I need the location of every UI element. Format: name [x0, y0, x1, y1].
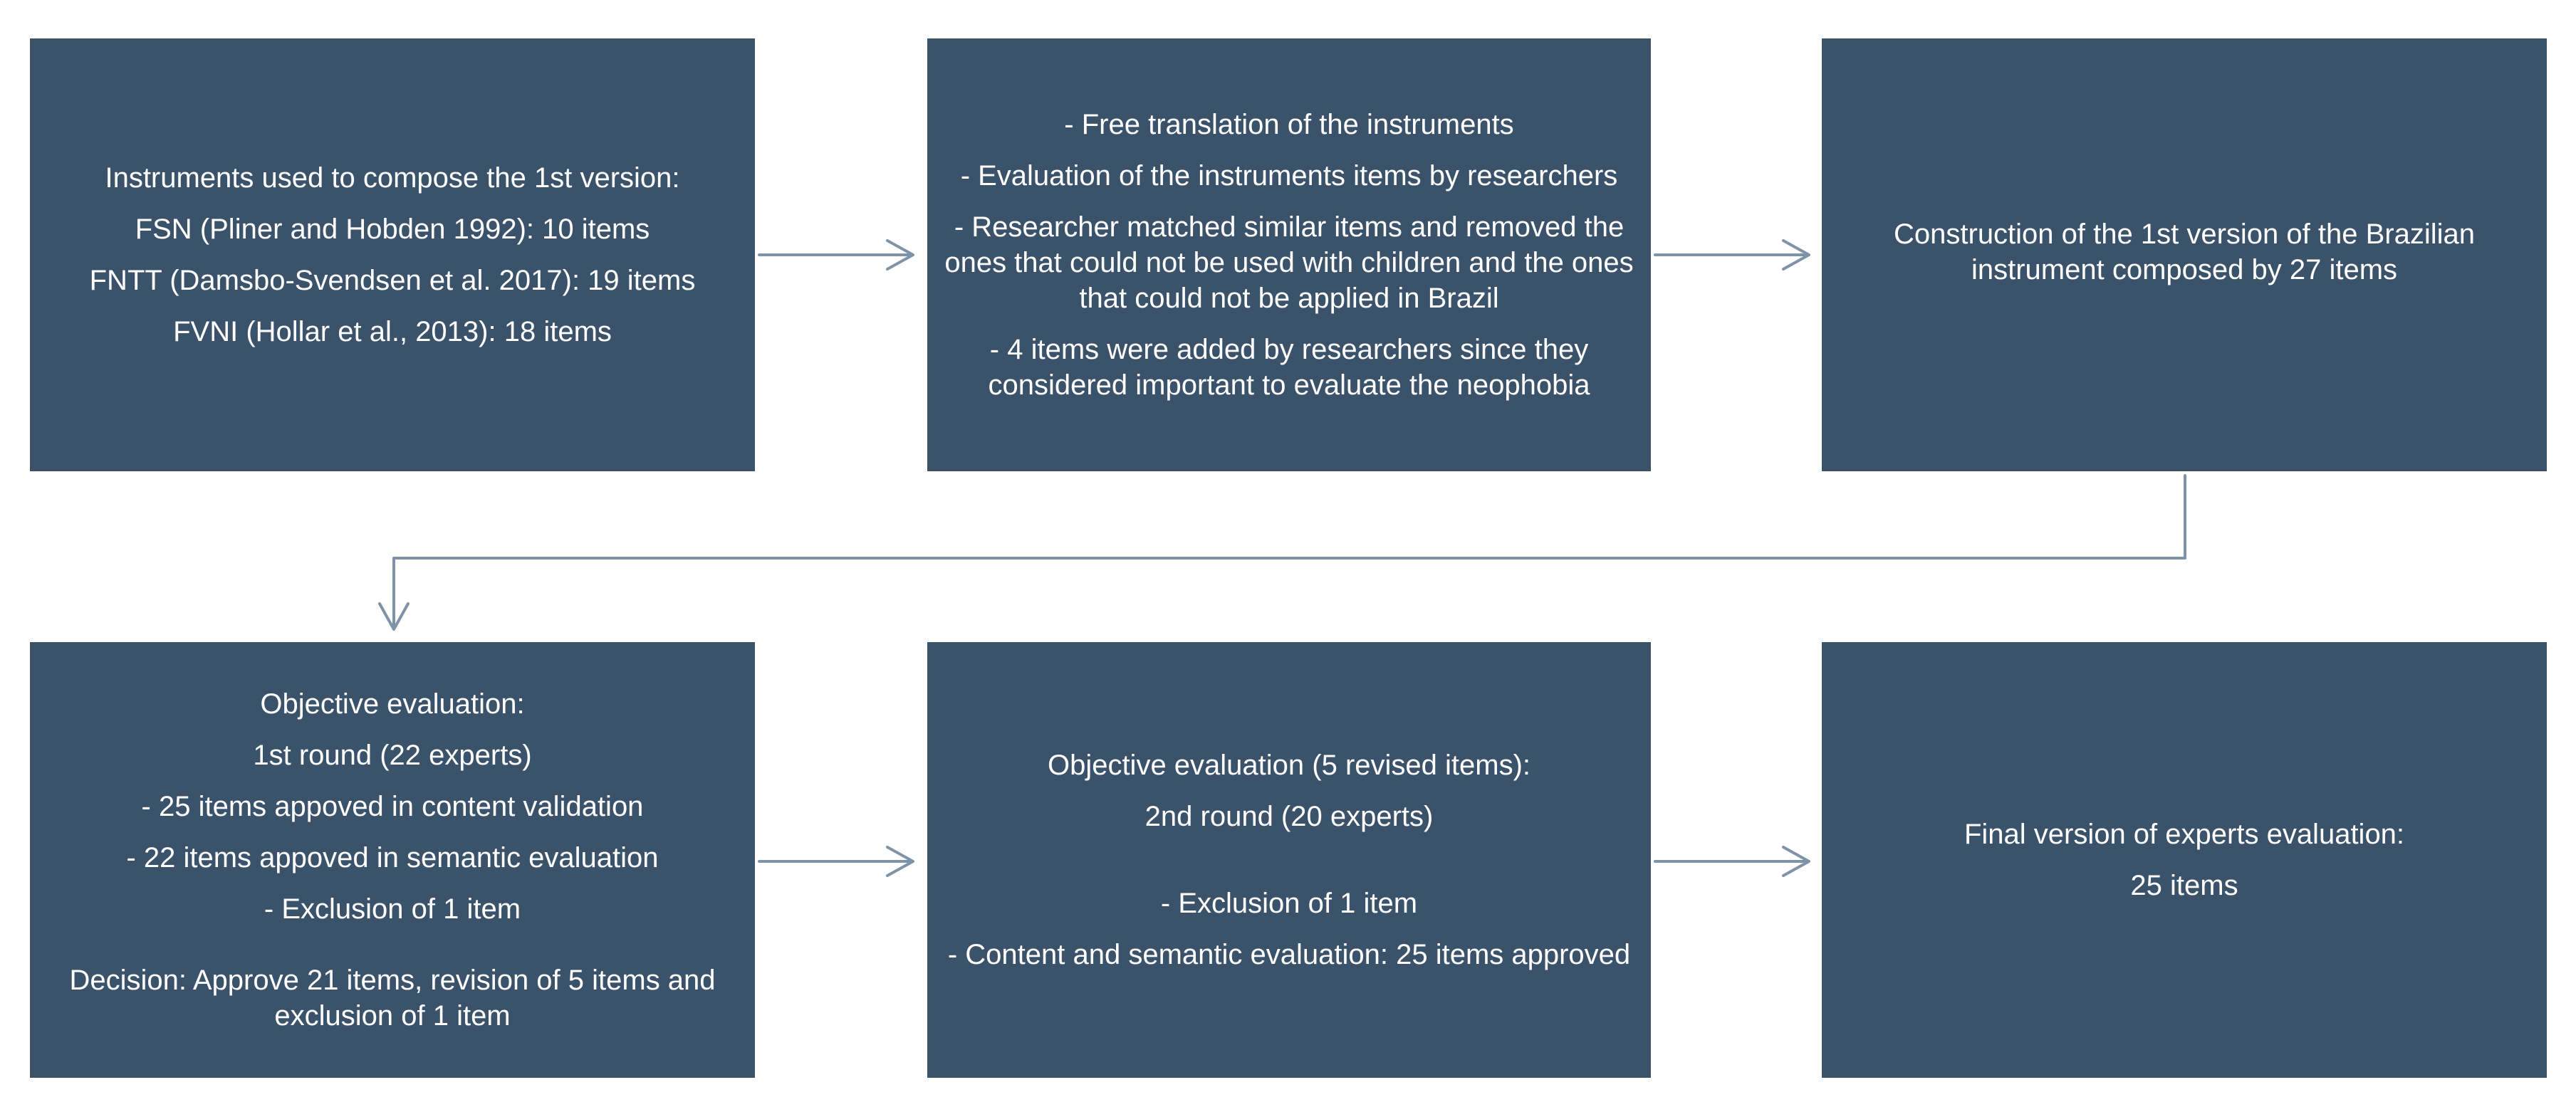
final-box: Final version of experts evaluation: 25 …	[1822, 642, 2547, 1078]
added-items-step: - 4 items were added by researchers sinc…	[988, 334, 1590, 401]
arrow-construction-to-first-round	[378, 474, 2186, 631]
instrument-fvni: FVNI (Hollar et al., 2013): 18 items	[173, 316, 612, 347]
free-translation-step: - Free translation of the instruments	[1064, 109, 1514, 140]
arrow-translation-to-construction	[1654, 239, 1810, 271]
instruments-heading: Instruments used to compose the 1st vers…	[105, 162, 680, 194]
arrow-instruments-to-translation	[758, 239, 914, 271]
second-round-box: Objective evaluation (5 revised items): …	[927, 642, 1651, 1078]
matching-step: - Researcher matched similar items and r…	[944, 211, 1634, 314]
arrow-second-round-to-final	[1654, 846, 1810, 877]
content-validation-result: - 25 items appoved in content validation	[141, 791, 644, 822]
first-round-exclusion: - Exclusion of 1 item	[264, 893, 521, 925]
construction-text: Construction of the 1st version of the B…	[1894, 219, 2475, 285]
translation-box: - Free translation of the instruments - …	[927, 38, 1651, 471]
first-round-experts: 1st round (22 experts)	[253, 740, 532, 771]
second-round-exclusion: - Exclusion of 1 item	[1160, 888, 1418, 919]
instruments-box: Instruments used to compose the 1st vers…	[30, 38, 755, 471]
first-round-decision: Decision: Approve 21 items, revision of …	[69, 965, 716, 1032]
second-round-approval: - Content and semantic evaluation: 25 it…	[947, 939, 1631, 970]
final-heading: Final version of experts evaluation:	[1964, 819, 2405, 850]
construction-box: Construction of the 1st version of the B…	[1822, 38, 2547, 471]
instrument-fntt: FNTT (Damsbo-Svendsen et al. 2017): 19 i…	[89, 265, 696, 296]
semantic-evaluation-result: - 22 items appoved in semantic evaluatio…	[126, 842, 659, 873]
second-round-experts: 2nd round (20 experts)	[1144, 801, 1434, 832]
first-round-heading: Objective evaluation:	[260, 688, 525, 720]
evaluation-step: - Evaluation of the instruments items by…	[960, 160, 1618, 191]
second-round-heading: Objective evaluation (5 revised items):	[1047, 750, 1531, 781]
arrow-first-round-to-second-round	[758, 846, 914, 877]
final-count: 25 items	[2130, 870, 2238, 901]
first-round-box: Objective evaluation: 1st round (22 expe…	[30, 642, 755, 1078]
instrument-fsn: FSN (Pliner and Hobden 1992): 10 items	[135, 214, 650, 245]
